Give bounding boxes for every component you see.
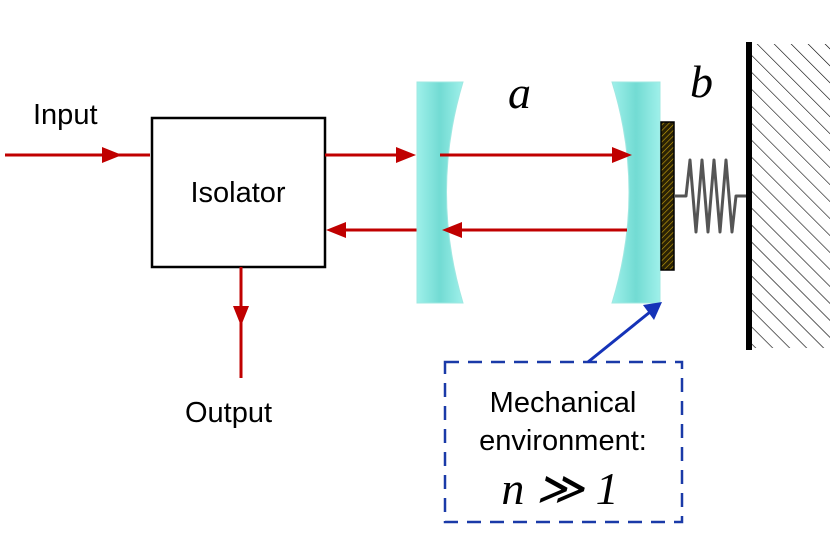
isolator-label: Isolator [190,177,285,209]
output-label: Output [185,397,272,429]
output-arrowhead [233,306,249,326]
isolator-return-arrowhead [326,222,346,238]
left-cavity-mirror [416,81,464,304]
environment-pointer-arrowhead [643,302,662,320]
input-label: Input [33,99,98,131]
intracavity-forward-arrowhead [612,147,632,163]
environment-label-line1: Mechanical [490,387,637,419]
input-arrowhead [102,147,122,163]
spring [674,158,748,234]
environment-label-line2: environment: [479,425,647,457]
isolator-box [150,116,327,269]
isolator-forward-arrowhead [396,147,416,163]
wall-hatch [750,44,830,348]
mode-b-label: b [690,56,713,107]
mechanical-plate [660,121,675,271]
mode-a-label: a [508,67,531,118]
right-cavity-mirror [611,81,661,304]
mechanical-environment-box [443,360,684,524]
environment-formula: n ≫ 1 [501,463,618,514]
intracavity-return-arrowhead [442,222,462,238]
environment-pointer [587,310,651,364]
